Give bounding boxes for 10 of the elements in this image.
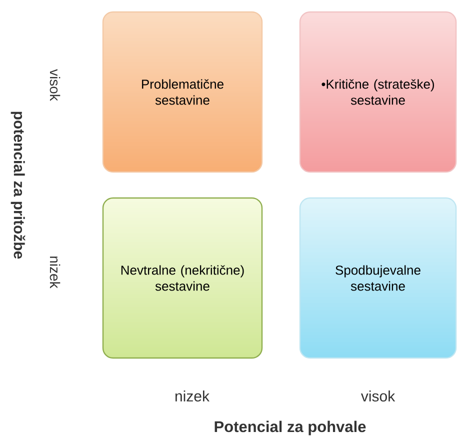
axis-title: Potencial za pohvale [214,420,366,436]
quadrant-box: Nevtralne (nekritične) sestavine [102,197,263,359]
quadrant-box: Problematične sestavine [102,11,263,173]
quadrant-box: Spodbujevalne sestavine [299,197,457,359]
axis-title: potencial za pritožbe [10,112,26,259]
axis-level-label: nizek [50,256,60,288]
axis-level-label: visok [50,69,60,101]
axis-level-label: visok [360,390,396,402]
quadrant-box: •Kritične (strateške) sestavine [299,11,457,173]
axis-level-label: nizek [175,390,210,402]
